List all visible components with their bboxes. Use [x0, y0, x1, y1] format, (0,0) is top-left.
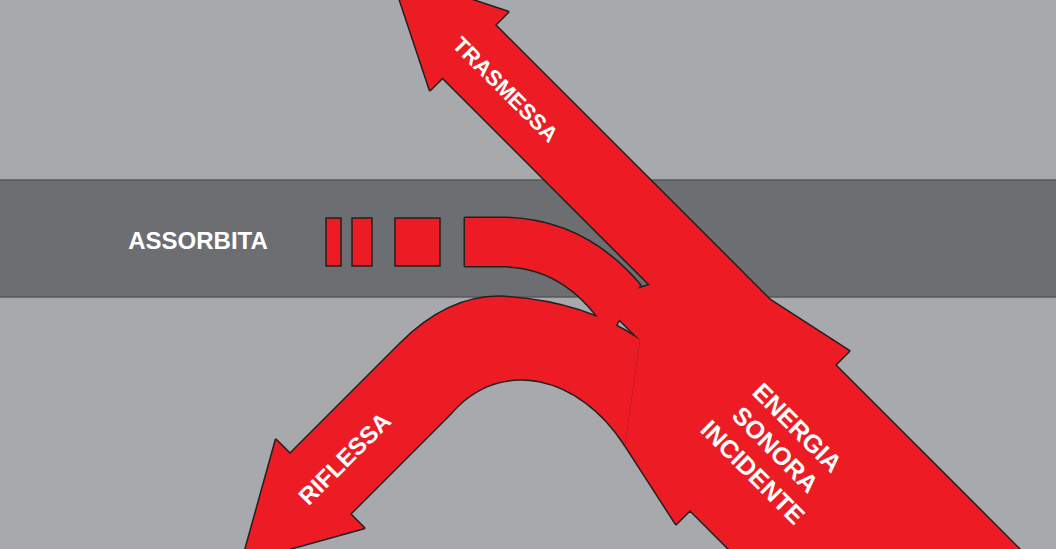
incident-transmitted-arrow: [391, 0, 1040, 549]
reflected-arrow-outline: [242, 297, 640, 549]
absorbed-block: [352, 218, 372, 266]
wall-label: ASSORBITA: [98, 228, 298, 254]
reflected-arrow: [242, 297, 640, 549]
absorbed-fragments: [326, 218, 440, 266]
absorbed-block: [395, 218, 440, 266]
absorbed-block: [326, 218, 341, 266]
absorbed-arrow: [465, 218, 640, 335]
arrow-fills: [242, 0, 1040, 549]
arrow-outlines: [242, 0, 1040, 549]
incident-transmitted-arrow-outline: [391, 0, 1040, 549]
